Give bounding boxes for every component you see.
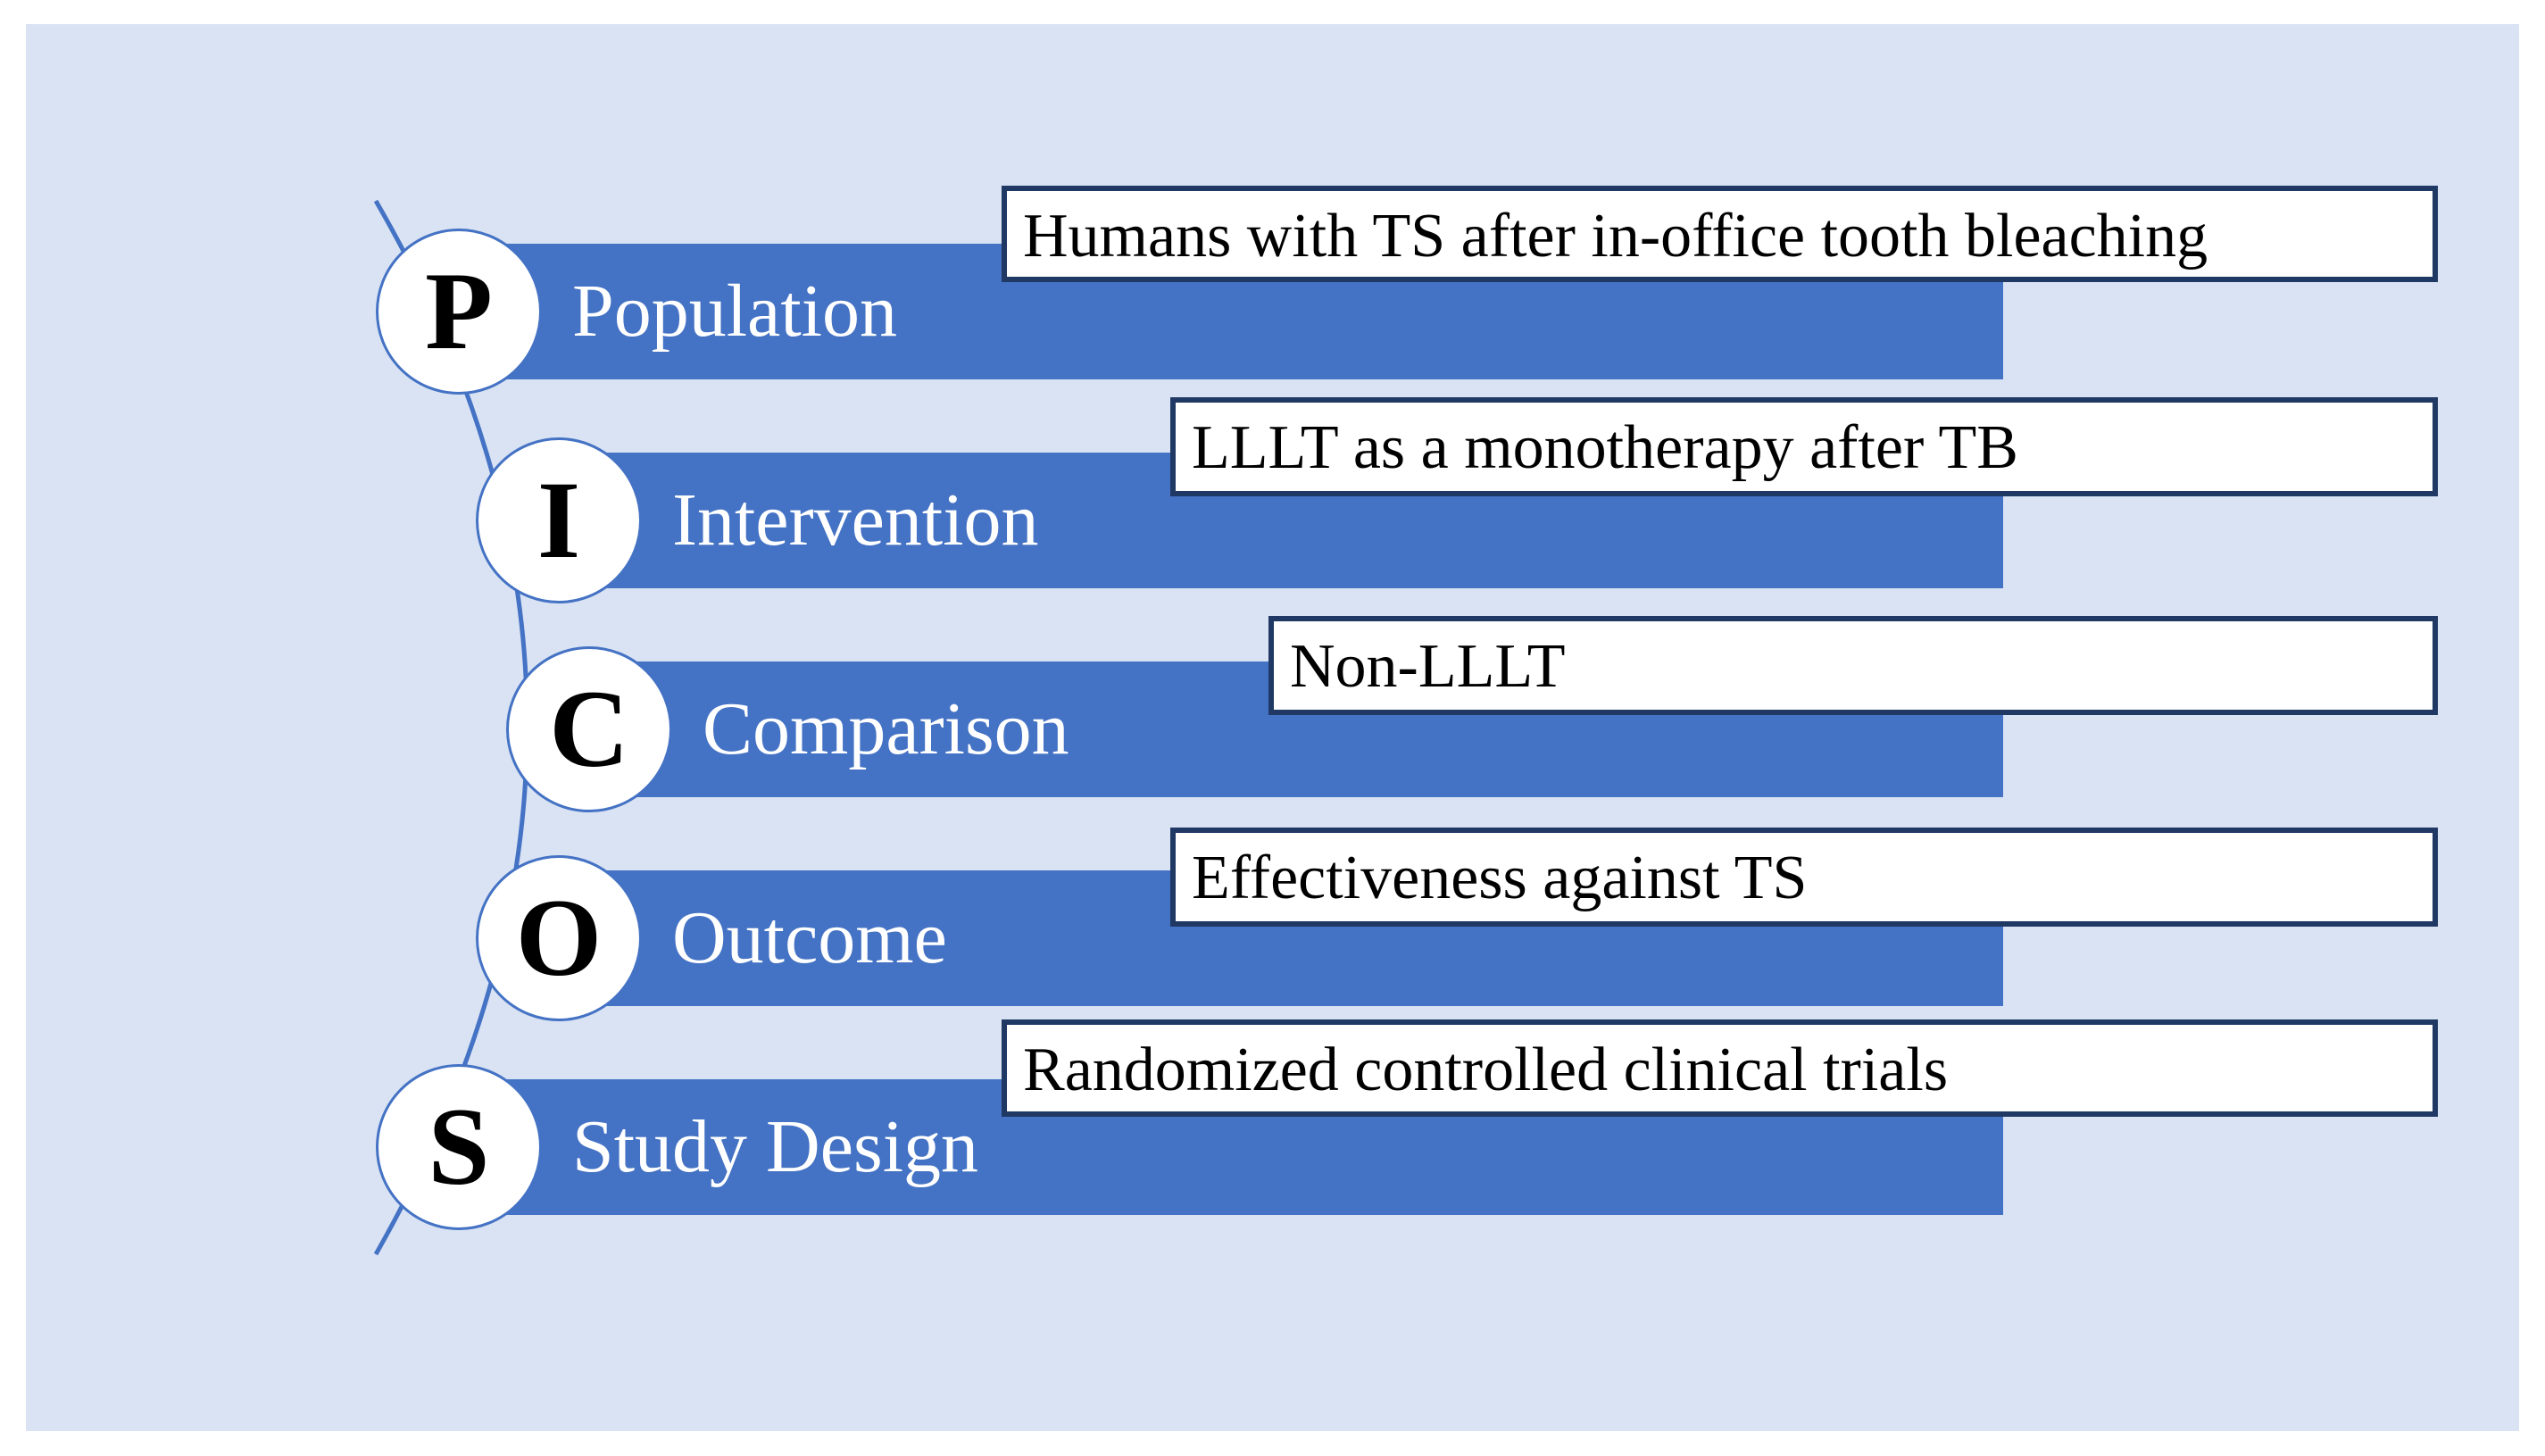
description-box-outcome: Effectiveness against TS: [1170, 828, 2438, 927]
label-intervention: Intervention: [672, 478, 1039, 562]
letter-circle-o: O: [476, 855, 642, 1021]
label-study-design: Study Design: [572, 1105, 979, 1188]
label-outcome: Outcome: [672, 896, 947, 979]
description-box-study-design: Randomized controlled clinical trials: [1002, 1019, 2438, 1117]
letter-circle-p: P: [376, 229, 542, 395]
description-box-intervention: LLLT as a monotherapy after TB: [1170, 397, 2438, 496]
description-box-comparison: Non-LLLT: [1268, 616, 2438, 715]
letter-circle-s: S: [376, 1064, 542, 1230]
label-comparison: Comparison: [703, 687, 1069, 770]
letter-circle-i: I: [476, 437, 642, 603]
label-population: Population: [572, 270, 898, 353]
description-box-population: Humans with TS after in-office tooth ble…: [1002, 186, 2438, 282]
letter-circle-c: C: [506, 646, 672, 812]
